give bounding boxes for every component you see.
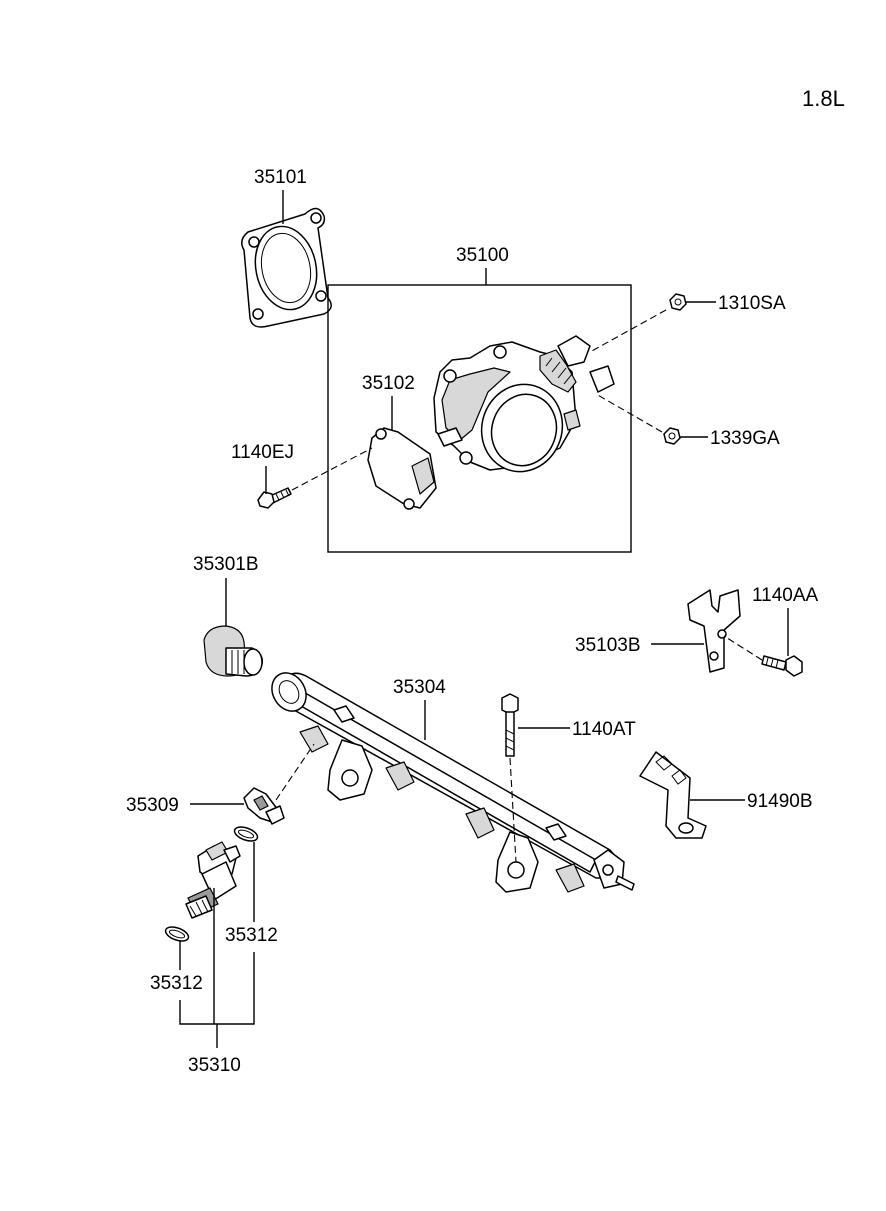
throttle-body-box xyxy=(327,284,632,553)
label-91490B[interactable]: 91490B xyxy=(747,791,813,812)
label-35304[interactable]: 35304 xyxy=(393,677,446,698)
label-35309[interactable]: 35309 xyxy=(126,795,179,816)
fuel-rail-35304[interactable] xyxy=(265,667,635,893)
label-35301B[interactable]: 35301B xyxy=(193,554,259,575)
injector-35310[interactable] xyxy=(185,841,241,919)
label-35102[interactable]: 35102 xyxy=(362,373,415,394)
bracket-35103B[interactable] xyxy=(687,589,741,673)
nut-1339GA[interactable] xyxy=(663,427,681,445)
o-ring-35312-lower[interactable] xyxy=(164,924,191,943)
label-35312-left[interactable]: 35312 xyxy=(150,973,203,994)
label-1339GA[interactable]: 1339GA xyxy=(710,428,780,449)
label-1140AT[interactable]: 1140AT xyxy=(572,719,636,740)
engine-label: 1.8L xyxy=(802,86,845,111)
label-1140EJ[interactable]: 1140EJ xyxy=(231,442,294,463)
screw-1140EJ[interactable] xyxy=(257,487,292,509)
label-1140AA[interactable]: 1140AA xyxy=(752,585,819,606)
nut-1310SA[interactable] xyxy=(669,293,687,311)
regulator-35301B[interactable] xyxy=(203,625,264,677)
label-35103B[interactable]: 35103B xyxy=(575,635,641,656)
label-35310[interactable]: 35310 xyxy=(188,1055,241,1076)
bracket-91490B[interactable] xyxy=(639,751,707,839)
gasket-35101[interactable] xyxy=(241,207,332,328)
label-1310SA[interactable]: 1310SA xyxy=(718,293,786,314)
o-ring-35312-upper[interactable] xyxy=(233,824,260,843)
bolt-1140AT[interactable] xyxy=(501,693,519,757)
clip-35309[interactable] xyxy=(243,787,285,825)
bolt-1140AA[interactable] xyxy=(761,655,803,677)
sensor-35102[interactable] xyxy=(367,427,437,510)
throttle-body-35100[interactable] xyxy=(433,335,615,482)
label-35100[interactable]: 35100 xyxy=(456,245,509,266)
label-35312-right[interactable]: 35312 xyxy=(225,925,278,946)
label-35101[interactable]: 35101 xyxy=(254,167,307,188)
